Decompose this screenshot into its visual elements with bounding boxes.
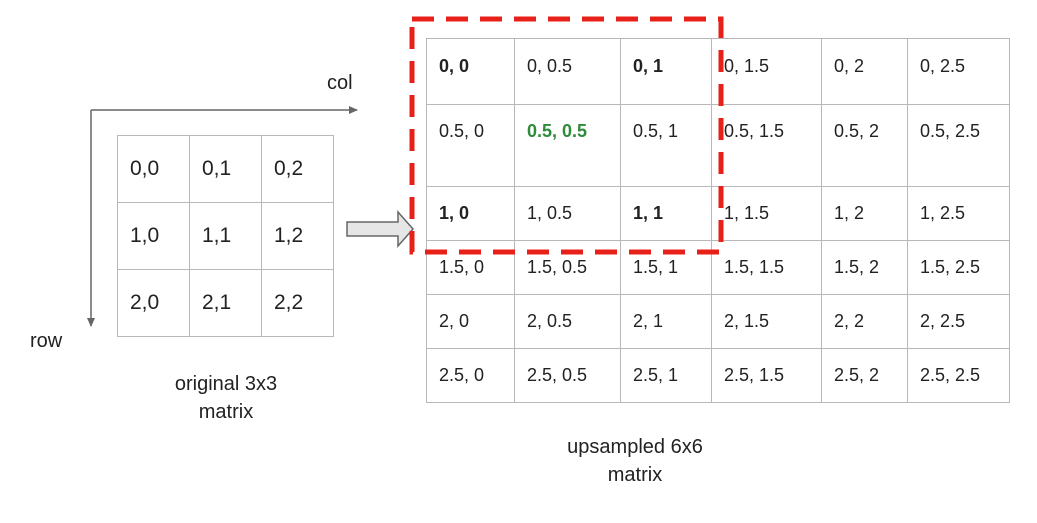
upsampled-cell: 1, 2 — [821, 186, 908, 241]
upsampled-cell: 1.5, 1.5 — [711, 240, 822, 295]
upsampled-cell: 0.5, 0 — [426, 104, 515, 187]
upsampled-cell: 0, 1.5 — [711, 38, 822, 105]
upsampled-cell: 2.5, 2.5 — [907, 348, 1010, 403]
upsampled-cell: 1, 1 — [620, 186, 712, 241]
upsampled-cell: 1.5, 0 — [426, 240, 515, 295]
upsampled-cell: 0.5, 2.5 — [907, 104, 1010, 187]
original-cell: 1,0 — [117, 202, 190, 270]
upsampled-cell: 1, 0.5 — [514, 186, 621, 241]
original-cell: 0,0 — [117, 135, 190, 203]
row-axis-label: row — [30, 330, 63, 352]
upsampled-cell: 1.5, 0.5 — [514, 240, 621, 295]
transfer-arrow — [346, 210, 415, 248]
original-cell: 0,2 — [261, 135, 334, 203]
upsampled-cell: 2, 1 — [620, 294, 712, 349]
original-matrix-caption: original 3x3 matrix — [174, 373, 278, 423]
upsampled-cell: 2, 2 — [821, 294, 908, 349]
upsampled-cell: 2, 0 — [426, 294, 515, 349]
col-axis-label: col — [327, 72, 353, 94]
upsampled-cell: 0, 1 — [620, 38, 712, 105]
upsampled-cell: 0.5, 1 — [620, 104, 712, 187]
upsampled-matrix-caption: upsampled 6x6 matrix — [567, 436, 703, 486]
upsampled-cell: 0, 0.5 — [514, 38, 621, 105]
upsampled-cell: 2.5, 1 — [620, 348, 712, 403]
upsampled-cell: 0, 2 — [821, 38, 908, 105]
original-cell: 1,1 — [189, 202, 262, 270]
upsampled-cell: 1, 2.5 — [907, 186, 1010, 241]
upsampled-cell: 0.5, 0.5 — [514, 104, 621, 187]
upsampled-cell: 1.5, 2.5 — [907, 240, 1010, 295]
upsampled-cell: 2, 2.5 — [907, 294, 1010, 349]
upsampled-cell: 2.5, 2 — [821, 348, 908, 403]
original-cell: 0,1 — [189, 135, 262, 203]
upsampled-cell: 0, 0 — [426, 38, 515, 105]
upsampled-cell: 0.5, 1.5 — [711, 104, 822, 187]
upsampled-cell: 1, 0 — [426, 186, 515, 241]
upsampled-cell: 1.5, 2 — [821, 240, 908, 295]
upsampled-cell: 2.5, 0 — [426, 348, 515, 403]
upsampled-cell: 1.5, 1 — [620, 240, 712, 295]
upsampled-cell: 2, 0.5 — [514, 294, 621, 349]
upsampled-cell: 0.5, 2 — [821, 104, 908, 187]
original-cell: 2,0 — [117, 269, 190, 337]
original-cell: 2,2 — [261, 269, 334, 337]
upsampled-cell: 0, 2.5 — [907, 38, 1010, 105]
upsampled-cell: 2, 1.5 — [711, 294, 822, 349]
upsampled-cell: 2.5, 0.5 — [514, 348, 621, 403]
upsampled-cell: 2.5, 1.5 — [711, 348, 822, 403]
original-cell: 2,1 — [189, 269, 262, 337]
original-cell: 1,2 — [261, 202, 334, 270]
upsampled-cell: 1, 1.5 — [711, 186, 822, 241]
